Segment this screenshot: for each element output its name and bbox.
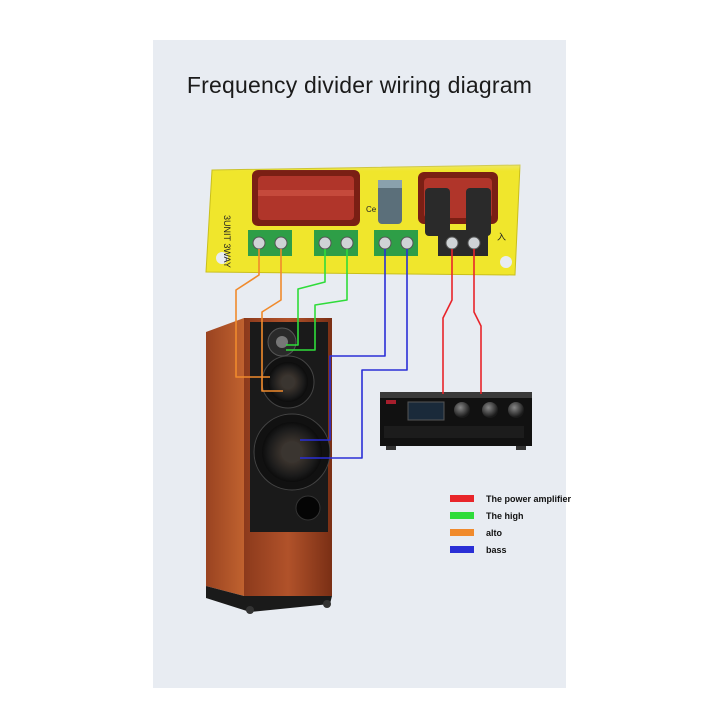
wire-power-2 (473, 249, 482, 394)
board-label-left: 3UNIT 3WAY (222, 215, 232, 268)
wire-high-1 (286, 249, 326, 346)
legend-item-power-amplifier: The power amplifier (450, 490, 571, 507)
diagram-title: Frequency divider wiring diagram (186, 72, 533, 98)
legend-swatch-blue (450, 546, 474, 553)
crossover-board: 3UNIT 3WAY Ce 入 (200, 150, 530, 276)
board-label-right: 入 (497, 232, 506, 243)
amp-knob-3 (508, 402, 524, 418)
legend-label: The power amplifier (486, 493, 572, 504)
tweeter (267, 327, 297, 357)
midrange-driver (261, 355, 315, 409)
legend-label: bass (486, 544, 507, 555)
wires (235, 249, 482, 459)
legend-item-alto: alto (450, 524, 571, 541)
wire-bass-1 (300, 249, 386, 441)
speaker-tower (206, 318, 332, 614)
terminal-block-high (314, 230, 358, 256)
legend: The power amplifier The high alto bass (450, 490, 571, 558)
terminal-block-bass (374, 230, 418, 256)
legend-swatch-orange (450, 529, 474, 536)
legend-swatch-red (450, 495, 474, 502)
amp-display (407, 401, 445, 421)
wire-bass-2 (300, 249, 408, 459)
wire-alto-2 (261, 249, 283, 392)
woofer-driver (253, 413, 331, 491)
speaker-foot-right (323, 600, 331, 608)
terminal-block-input (438, 230, 488, 256)
bass-port (295, 495, 321, 521)
amp-knob-1 (454, 402, 470, 418)
mount-hole-right (500, 256, 512, 268)
legend-label: alto (486, 527, 503, 538)
amp-knob-2 (482, 402, 498, 418)
power-amplifier-unit (380, 392, 532, 450)
legend-swatch-green (450, 512, 474, 519)
speaker-foot-left (246, 606, 254, 614)
wire-alto-1 (235, 249, 270, 378)
wire-high-2 (286, 249, 348, 351)
legend-item-bass: bass (450, 541, 571, 558)
legend-label: The high (486, 510, 524, 521)
terminal-block-alto (248, 230, 292, 256)
wire-power-1 (442, 249, 453, 394)
mount-hole-left (216, 252, 228, 264)
legend-item-high: The high (450, 507, 571, 524)
